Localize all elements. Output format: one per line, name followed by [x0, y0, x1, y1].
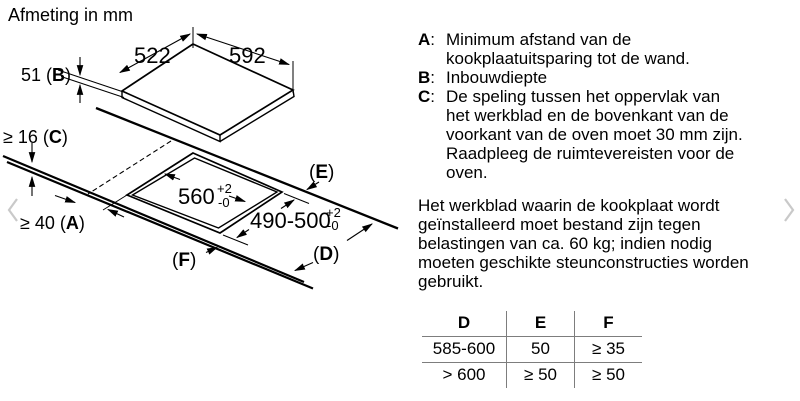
table-header-d: D — [422, 311, 507, 337]
paragraph-line: Het werkblad waarin de kookplaat wordt — [418, 196, 720, 215]
label-f-text: (F) — [172, 250, 196, 271]
dim-560: 560 +2 -0 — [163, 173, 247, 210]
table-cell: 585-600 — [422, 336, 507, 363]
label-e: (E) — [306, 162, 334, 191]
table-cell: 50 — [506, 336, 575, 363]
legend-text-b: Inbouwdiepte — [446, 68, 547, 87]
dim-a-label: ≥ 40 (A) — [20, 213, 85, 233]
legend-key-c: C: — [418, 87, 436, 106]
legend-key-b: B: — [418, 68, 436, 87]
dim-490-500-tol-minus: -0 — [327, 218, 339, 233]
page-title: Afmeting in mm — [8, 5, 134, 25]
table-header-f: F — [574, 311, 642, 337]
dimension-table: D E F 585-600 50 ≥ 35 > 600 ≥ 50 ≥ 50 — [422, 311, 642, 388]
installation-diagram: 522 592 51 (B) — [2, 27, 399, 290]
paragraph-line: geïnstalleerd moet bestand zijn tegen — [418, 215, 701, 234]
table-cell: ≥ 50 — [592, 365, 625, 384]
dim-51-b: 51 (B) — [21, 57, 125, 103]
paragraph-line: moeten geschikte steunconstructies worde… — [418, 253, 749, 272]
paragraph-line: gebruikt. — [418, 272, 484, 291]
legend-item-a: A: Minimum afstand van de kookplaatuitsp… — [418, 30, 796, 68]
legend-line: voorkant van de oven moet 30 mm zijn. — [446, 125, 743, 144]
table-header-e: E — [506, 311, 575, 337]
dim-522-value: 522 — [134, 43, 171, 68]
worktop-load-paragraph: Het werkblad waarin de kookplaat wordt g… — [418, 196, 796, 291]
dim-560-tol-plus: +2 — [217, 181, 232, 196]
table-row: 585-600 50 ≥ 35 — [422, 336, 642, 363]
label-d-text: (D) — [313, 244, 339, 265]
chevron-right-icon — [784, 198, 795, 222]
label-d: (D) — [293, 223, 373, 272]
worktop-back-edge — [95, 106, 399, 230]
legend-line: Minimum afstand van de — [446, 30, 632, 49]
legend-text-c: De speling tussen het oppervlak van het … — [446, 87, 743, 182]
carousel-next-button[interactable] — [782, 197, 796, 228]
label-f: (F) — [172, 246, 219, 271]
legend-line: De speling tussen het oppervlak van — [446, 87, 721, 106]
table-cell: ≥ 35 — [574, 336, 642, 363]
dim-592-value: 592 — [229, 43, 266, 68]
table-header-row: D E F — [422, 311, 642, 337]
legend-line: het werkblad en de bovenkant van de — [446, 106, 729, 125]
legend-line: oven. — [446, 163, 488, 182]
worktop-front-edge — [2, 154, 314, 290]
dim-b-label: 51 (B) — [21, 65, 71, 85]
dim-490-500: 490-500 +2 -0 — [222, 193, 341, 246]
table-cell: > 600 — [442, 365, 486, 384]
dim-522: 522 — [119, 27, 194, 74]
label-e-text: (E) — [309, 162, 334, 183]
legend-line: Inbouwdiepte — [446, 68, 548, 87]
dim-560-tol-minus: -0 — [218, 195, 230, 210]
chevron-left-icon — [7, 198, 18, 222]
legend-item-c: C: De speling tussen het oppervlak van h… — [418, 87, 796, 182]
dim-560-value: 560 — [178, 184, 215, 209]
dim-592: 592 — [195, 33, 294, 93]
legend: A: Minimum afstand van de kookplaatuitsp… — [418, 30, 796, 182]
dim-490-500-value: 490-500 — [250, 208, 331, 233]
dim-16-c: ≥ 16 (C) — [3, 127, 68, 196]
legend-line: Raadpleeg de ruimtevereisten voor de — [446, 144, 735, 163]
dim-490-500-tol-plus: +2 — [326, 205, 341, 220]
worktop-cutout — [125, 152, 284, 234]
dim-40-a: ≥ 40 (A) — [20, 194, 125, 233]
table-row: > 600 ≥ 50 ≥ 50 — [422, 362, 642, 388]
carousel-prev-button[interactable] — [6, 197, 20, 228]
table-cell: ≥ 50 — [506, 362, 575, 388]
paragraph-line: belastingen van ca. 60 kg; indien nodig — [418, 234, 712, 253]
legend-key-a: A: — [418, 30, 436, 49]
dim-c-label: ≥ 16 (C) — [3, 127, 68, 147]
legend-text-a: Minimum afstand van de kookplaatuitspari… — [446, 30, 690, 68]
legend-item-b: B: Inbouwdiepte — [418, 68, 796, 87]
cutout-dashed-extension-line — [87, 140, 172, 211]
legend-line: kookplaatuitsparing tot de wand. — [446, 49, 690, 68]
